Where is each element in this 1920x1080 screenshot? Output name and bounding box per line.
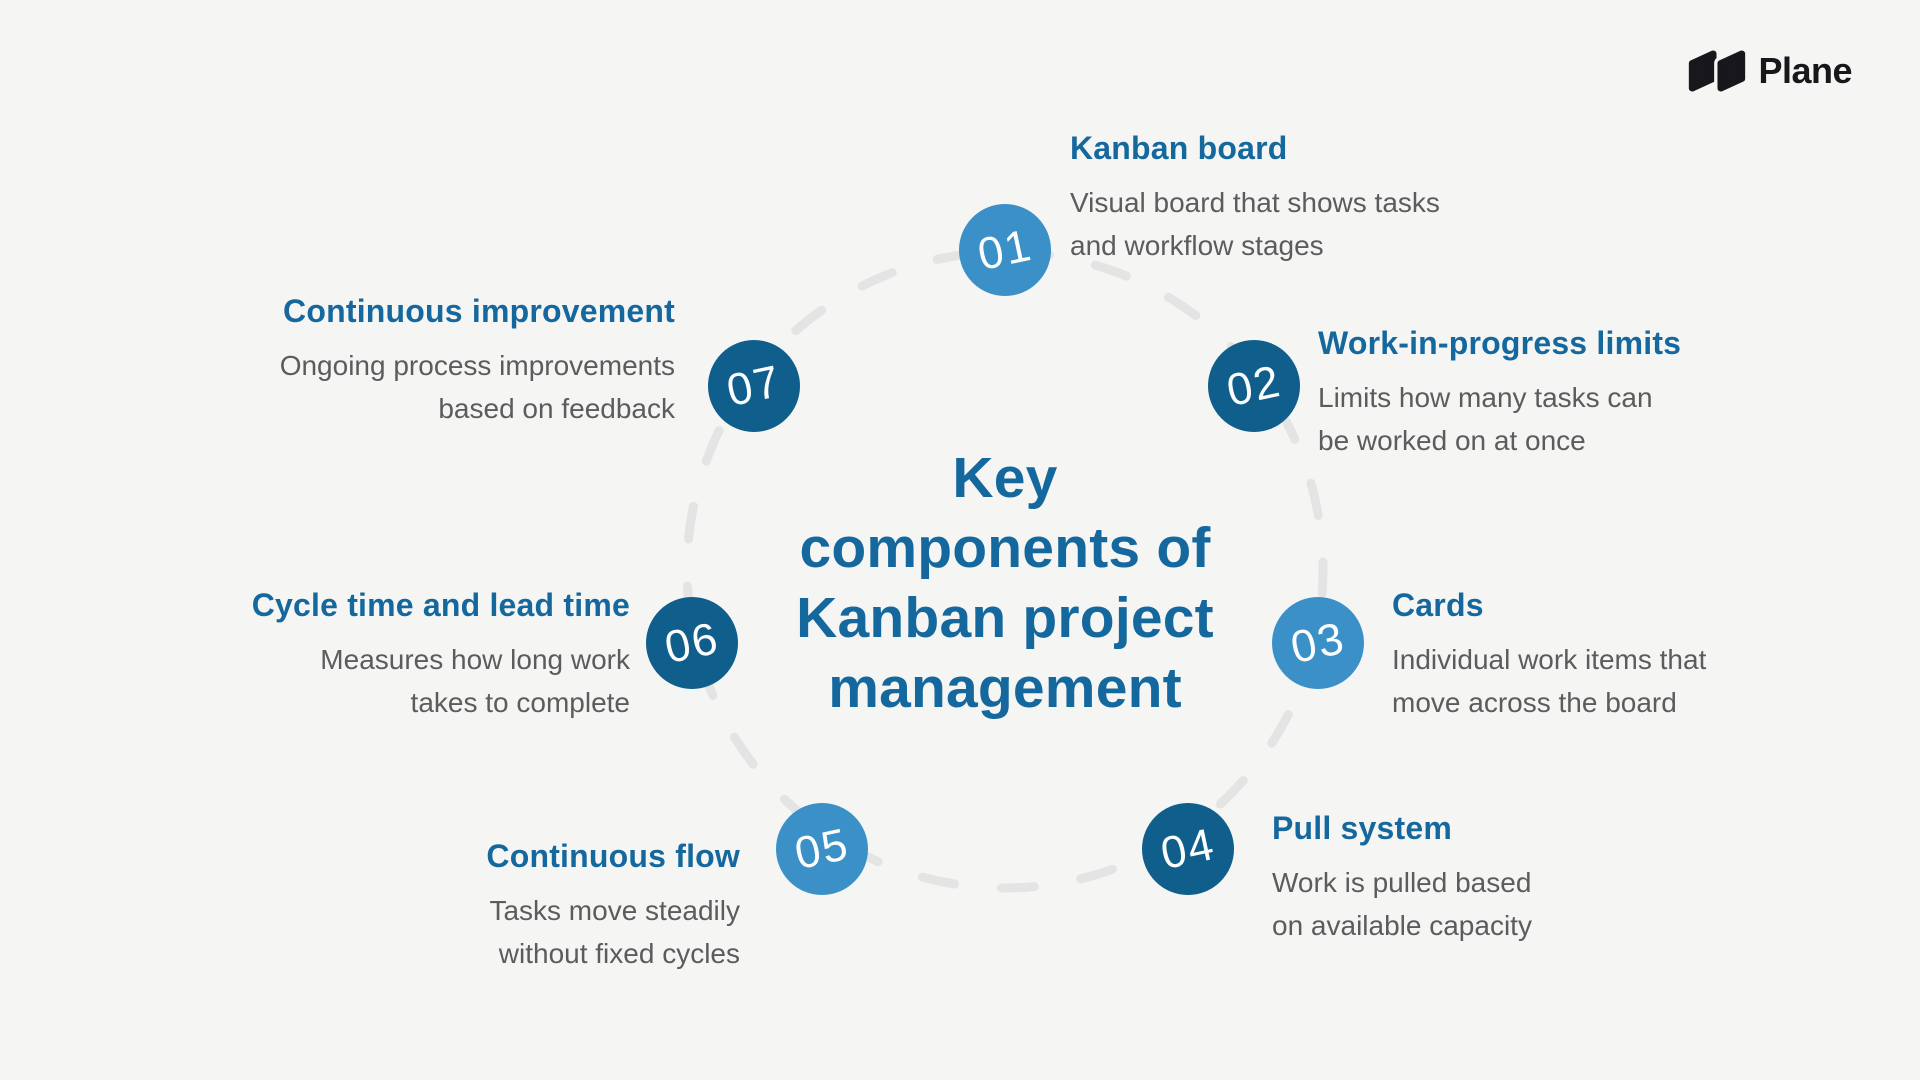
step-06-label: Cycle time and lead time Measures how lo… <box>252 585 630 724</box>
step-07-title: Continuous improvement <box>283 293 675 329</box>
step-02-label: Work-in-progress limits Limits how many … <box>1318 323 1681 462</box>
step-07-label: Continuous improvement Ongoing process i… <box>280 291 675 430</box>
title-line-4: management <box>828 656 1182 720</box>
step-07-number: 07 <box>722 354 786 417</box>
step-04-circle: 04 <box>1142 803 1234 895</box>
plane-logo: Plane <box>1688 50 1852 92</box>
step-04-title: Pull system <box>1272 810 1453 846</box>
step-01-label: Kanban board Visual board that shows tas… <box>1070 128 1440 267</box>
step-02-number: 02 <box>1222 354 1286 417</box>
title-line-3: Kanban project <box>796 586 1214 650</box>
step-04-number: 04 <box>1156 817 1220 880</box>
step-01-circle: 01 <box>959 204 1051 296</box>
title-line-2: components of <box>799 516 1211 580</box>
step-06-number: 06 <box>660 611 724 674</box>
brand-wordmark: Plane <box>1758 50 1852 91</box>
step-01-title: Kanban board <box>1070 130 1288 166</box>
step-03-circle: 03 <box>1272 597 1364 689</box>
step-03-title: Cards <box>1392 587 1484 623</box>
step-06-title: Cycle time and lead time <box>251 587 630 623</box>
title-line-1: Key <box>952 446 1058 510</box>
step-06-circle: 06 <box>646 597 738 689</box>
step-05-number: 05 <box>790 817 854 880</box>
step-02-circle: 02 <box>1208 340 1300 432</box>
step-07-circle: 07 <box>708 340 800 432</box>
step-05-circle: 05 <box>776 803 868 895</box>
step-03-number: 03 <box>1286 611 1350 674</box>
infographic-title: Key components of Kanban project managem… <box>705 443 1305 723</box>
step-05-title: Continuous flow <box>486 838 740 874</box>
step-01-number: 01 <box>973 218 1037 281</box>
step-02-title: Work-in-progress limits <box>1318 325 1682 361</box>
plane-logo-icon <box>1689 50 1747 92</box>
